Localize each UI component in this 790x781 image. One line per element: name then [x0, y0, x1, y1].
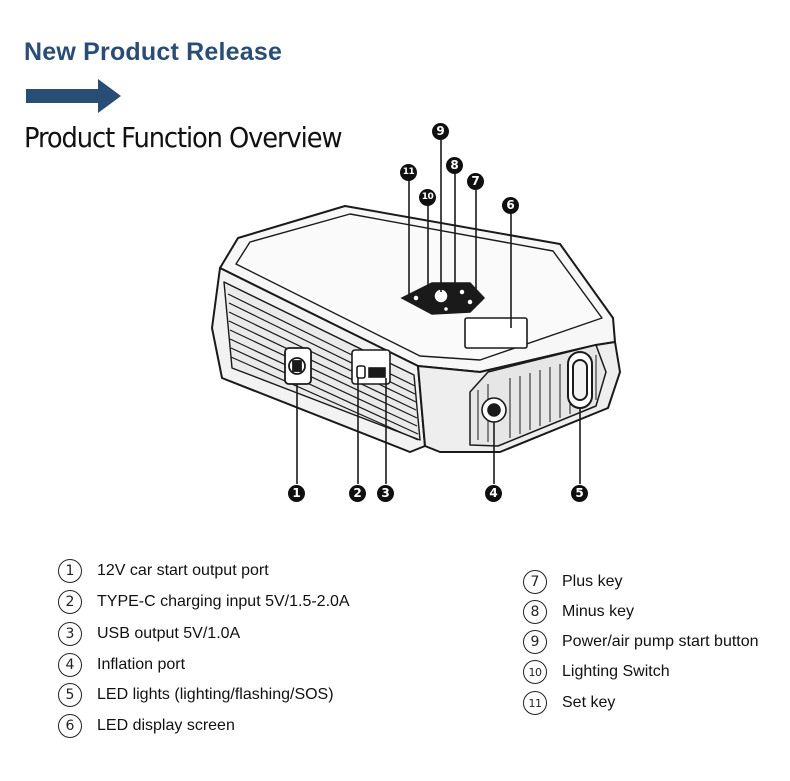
legend-number: 3 — [58, 622, 82, 646]
legend-number: 5 — [58, 683, 82, 707]
legend-number: 7 — [523, 570, 547, 594]
callout-2: 2 — [349, 485, 366, 502]
callout-4: 4 — [485, 485, 502, 502]
headline: New Product Release — [24, 38, 283, 66]
callout-6: 6 — [502, 197, 519, 214]
legend-number: 4 — [58, 653, 82, 677]
legend-number: 10 — [523, 660, 547, 684]
port-cluster-usb-typec — [351, 349, 391, 385]
legend-label: Lighting Switch — [562, 663, 670, 680]
callout-9: 9 — [432, 123, 449, 140]
legend-label: Set key — [562, 694, 616, 711]
legend-item: 11 Set key — [523, 691, 615, 715]
callout-1: 1 — [288, 485, 305, 502]
inflation-port — [481, 397, 507, 423]
callout-11: 11 — [400, 164, 417, 181]
legend-label: USB output 5V/1.0A — [97, 625, 241, 642]
legend-label: Power/air pump start button — [562, 633, 759, 650]
legend-number: 8 — [523, 600, 547, 624]
legend-number: 9 — [523, 630, 547, 654]
legend-item: 10 Lighting Switch — [523, 660, 670, 684]
legend-item: 3 USB output 5V/1.0A — [58, 622, 240, 646]
legend-item: 7 Plus key — [523, 570, 622, 594]
legend-item: 4 Inflation port — [58, 653, 185, 677]
legend-number: 11 — [523, 691, 547, 715]
legend-item: 1 12V car start output port — [58, 559, 269, 583]
legend-item: 2 TYPE-C charging input 5V/1.5-2.0A — [58, 590, 350, 614]
legend-label: LED display screen — [97, 717, 235, 734]
led-light — [567, 351, 593, 409]
legend-item: 5 LED lights (lighting/flashing/SOS) — [58, 683, 334, 707]
callout-5: 5 — [571, 485, 588, 502]
right-arrow-icon — [26, 79, 121, 113]
legend-number: 2 — [58, 590, 82, 614]
legend-label: Minus key — [562, 603, 635, 620]
legend-label: 12V car start output port — [97, 562, 269, 579]
port-12v-output — [284, 347, 312, 385]
legend-item: 9 Power/air pump start button — [523, 630, 759, 654]
button-cluster — [400, 282, 486, 315]
callout-3: 3 — [377, 485, 394, 502]
legend-number: 6 — [58, 714, 82, 738]
display-screen — [464, 317, 528, 349]
legend-label: LED lights (lighting/flashing/SOS) — [97, 686, 334, 703]
product-diagram — [211, 140, 621, 484]
legend-item: 8 Minus key — [523, 600, 634, 624]
callout-8: 8 — [446, 157, 463, 174]
legend-label: TYPE-C charging input 5V/1.5-2.0A — [97, 593, 350, 610]
callout-7: 7 — [467, 173, 484, 190]
legend-label: Plus key — [562, 573, 623, 590]
legend-item: 6 LED display screen — [58, 714, 235, 738]
legend-label: Inflation port — [97, 656, 186, 673]
legend-number: 1 — [58, 559, 82, 583]
subtitle: Product Function Overview — [24, 121, 343, 154]
callout-10: 10 — [419, 189, 436, 206]
